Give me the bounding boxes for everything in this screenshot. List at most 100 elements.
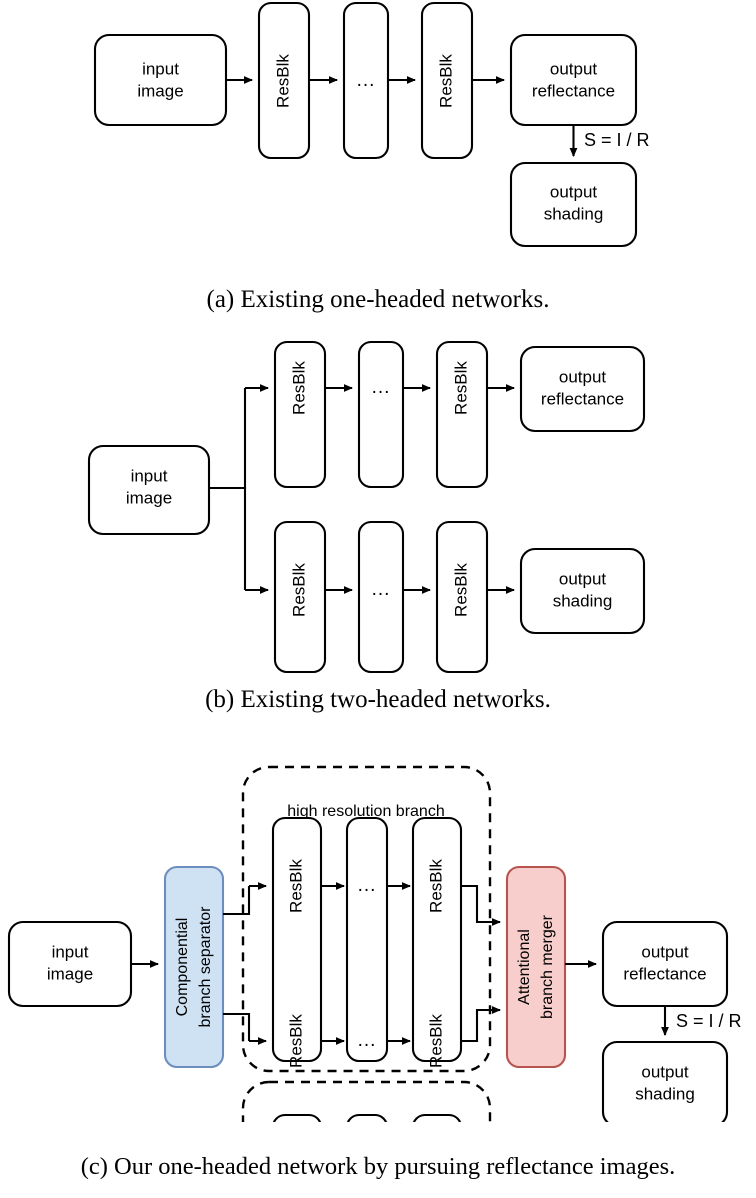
- node-box: [273, 340, 327, 489]
- node-box: [273, 520, 327, 674]
- group-dashed-border: [241, 765, 492, 1073]
- node-label-line1: input: [142, 59, 179, 78]
- node-label: ResBlk: [286, 1014, 305, 1068]
- node-label-line1: Attentional: [516, 929, 533, 1005]
- node-attentional-branch-merger: Attentional branch merger: [505, 865, 567, 1069]
- node-resblk-top-first-b: ResBlk: [273, 340, 327, 489]
- node-label: ResBlk: [289, 361, 308, 415]
- node-label: ...: [372, 579, 391, 600]
- node-label: ResBlk: [286, 859, 305, 913]
- node-label-line1: input: [52, 942, 89, 961]
- node-ellipsis-low: ...: [346, 1030, 388, 1122]
- node-label-line1: Componential: [174, 918, 191, 1017]
- edge-low-to-merger: [461, 1006, 501, 1043]
- node-resblk-bottom-first-b: ResBlk: [273, 520, 327, 674]
- node-box: [509, 33, 638, 127]
- edge-separator-to-low: [223, 1012, 251, 1041]
- node-box: [505, 865, 567, 1069]
- node-label: ResBlk: [289, 563, 308, 617]
- node-label-line1: output: [641, 942, 689, 961]
- node-box: [93, 33, 228, 127]
- node-resblk-last-a: ResBlk: [420, 1, 474, 160]
- node-ellipsis-bottom-b: ...: [357, 520, 405, 674]
- caption-panel-c: (c) Our one-headed network by pursuing r…: [80, 1153, 676, 1180]
- node-output-reflectance-a: output reflectance: [509, 33, 638, 127]
- node-label-line1: output: [559, 569, 607, 588]
- node-label-line2: reflectance: [541, 389, 624, 408]
- node-box: [509, 161, 638, 248]
- node-box: [519, 547, 646, 635]
- node-ellipsis-high: ...: [345, 816, 389, 1063]
- caption-panel-a: (a) Existing one-headed networks.: [206, 286, 550, 313]
- edge-label-shading-equation-c: S = I / R: [676, 1011, 742, 1031]
- group-dashed-border: [241, 1080, 492, 1122]
- node-label-line2: reflectance: [532, 81, 615, 100]
- node-box: [272, 1113, 322, 1122]
- node-label: ResBlk: [451, 563, 470, 617]
- node-label: ...: [358, 1030, 377, 1051]
- node-label-line1: output: [550, 59, 598, 78]
- node-box: [345, 816, 389, 1063]
- node-box: [346, 1113, 388, 1122]
- node-resblk-first-a: ResBlk: [257, 1, 311, 160]
- node-resblk-low-last: ResBlk: [412, 1014, 462, 1122]
- node-input-image-b: input image: [87, 444, 211, 536]
- edge-high-to-merger: [461, 884, 501, 926]
- node-output-shading-b: output shading: [519, 547, 646, 635]
- node-label-line1: output: [559, 367, 607, 386]
- caption-panel-b: (b) Existing two-headed networks.: [205, 686, 551, 713]
- node-label-line2: branch merger: [539, 914, 556, 1019]
- edge-separator-to-high: [223, 886, 251, 916]
- group-low-resolution-branch: low resolution branch: [241, 1080, 492, 1122]
- edge-label-shading-equation: S = I / R: [584, 130, 650, 150]
- node-label-line2: image: [47, 964, 93, 983]
- node-label: ResBlk: [436, 54, 455, 108]
- node-resblk-bottom-last-b: ResBlk: [435, 520, 489, 674]
- node-label-line2: image: [126, 488, 172, 507]
- node-box: [87, 444, 211, 536]
- node-ellipsis-a: ...: [342, 1, 390, 160]
- group-title: high resolution branch: [287, 803, 444, 820]
- node-label: ResBlk: [451, 361, 470, 415]
- node-label-line1: output: [641, 1062, 689, 1081]
- node-box: [601, 1040, 729, 1122]
- node-resblk-low-first: ResBlk: [272, 1014, 322, 1122]
- node-label: ...: [357, 70, 376, 91]
- node-output-shading-c: output shading: [601, 1040, 729, 1122]
- node-box: [357, 340, 405, 489]
- node-output-shading-a: output shading: [509, 161, 638, 248]
- edge-split-up: [209, 388, 247, 490]
- node-resblk-high-first: ResBlk: [271, 816, 323, 1063]
- node-label-line1: input: [131, 466, 168, 485]
- node-label-line2: shading: [635, 1084, 695, 1103]
- node-output-reflectance-b: output reflectance: [519, 345, 646, 433]
- node-box: [412, 1113, 462, 1122]
- node-box: [435, 340, 489, 489]
- panel-c-diagram: high resolution branch low resolution br…: [7, 765, 742, 1122]
- node-label-line2: shading: [553, 591, 613, 610]
- node-output-reflectance-c: output reflectance: [601, 920, 729, 1008]
- panel-a-diagram: input image ResBlk ... ResBlk output ref…: [93, 1, 650, 248]
- node-ellipsis-top-b: ...: [357, 340, 405, 489]
- edge-split-down: [209, 486, 247, 590]
- node-box: [411, 816, 463, 1063]
- node-label-line2: shading: [544, 204, 604, 223]
- node-input-image-a: input image: [93, 33, 228, 127]
- node-label-line2: branch separator: [197, 906, 214, 1028]
- panel-b-diagram: input image ResBlk ... ResBlk output ref…: [87, 340, 646, 674]
- node-label-line2: image: [137, 81, 183, 100]
- node-box: [271, 816, 323, 1063]
- node-label: ...: [358, 875, 377, 896]
- node-box: [435, 520, 489, 674]
- node-resblk-top-last-b: ResBlk: [435, 340, 489, 489]
- node-label-line1: output: [550, 182, 598, 201]
- group-high-resolution-branch: high resolution branch: [241, 765, 492, 1073]
- node-label: ResBlk: [426, 859, 445, 913]
- node-box: [519, 345, 646, 433]
- node-label: ResBlk: [273, 54, 292, 108]
- node-componential-branch-separator: Componential branch separator: [163, 865, 225, 1069]
- node-resblk-high-last: ResBlk: [411, 816, 463, 1063]
- node-label: ResBlk: [426, 1014, 445, 1068]
- node-label: ...: [372, 377, 391, 398]
